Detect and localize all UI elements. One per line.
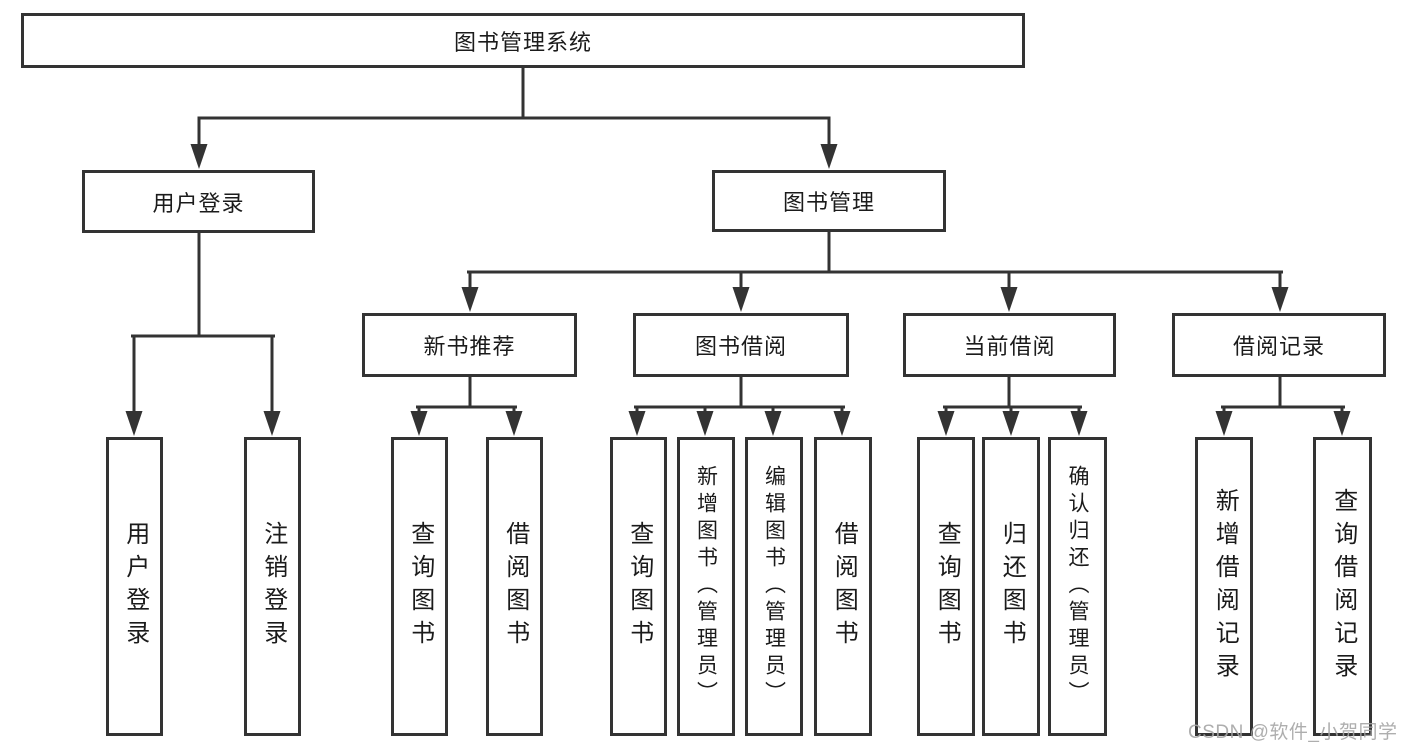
leaf-current-query-books: 查询图书 [917, 437, 975, 736]
leaf-borrowing-add-books-admin: 新增图书（管理员） [677, 437, 735, 736]
leaf-records-query-record: 查询借阅记录 [1313, 437, 1372, 736]
leaf-borrowing-edit-books-admin: 编辑图书（管理员） [745, 437, 803, 736]
node-new-book-recommend: 新书推荐 [362, 313, 577, 377]
leaf-recommend-query-books: 查询图书 [391, 437, 448, 736]
leaf-records-add-record: 新增借阅记录 [1195, 437, 1253, 736]
node-current-borrowing: 当前借阅 [903, 313, 1116, 377]
leaf-borrowing-borrow-books: 借阅图书 [814, 437, 872, 736]
leaf-current-return-books: 归还图书 [982, 437, 1040, 736]
leaf-user-login: 用户登录 [106, 437, 163, 736]
leaf-borrowing-query-books: 查询图书 [610, 437, 667, 736]
leaf-recommend-borrow-books: 借阅图书 [486, 437, 543, 736]
arrowheads [125, 144, 1351, 436]
node-book-management: 图书管理 [712, 170, 946, 232]
leaf-logout: 注销登录 [244, 437, 301, 736]
node-library-management-system: 图书管理系统 [21, 13, 1025, 68]
node-user-login: 用户登录 [82, 170, 315, 233]
node-borrowing-records: 借阅记录 [1172, 313, 1386, 377]
csdn-watermark: CSDN @软件_小贺同学 [1188, 722, 1398, 743]
leaf-current-confirm-return-admin: 确认归还（管理员） [1048, 437, 1107, 736]
node-book-borrowing: 图书借阅 [633, 313, 849, 377]
